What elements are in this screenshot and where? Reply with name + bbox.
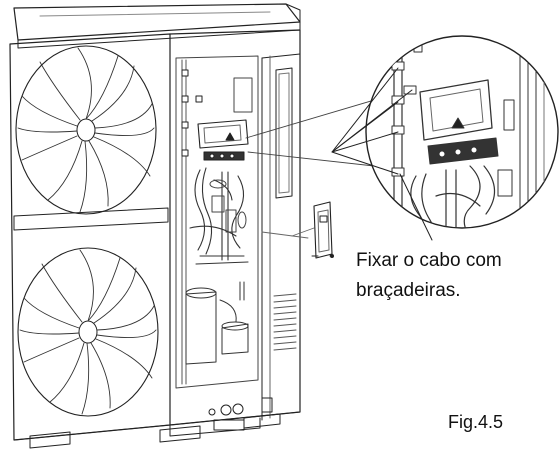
annotation-pointer-lines xyxy=(331,67,433,241)
warning-triangle-icon xyxy=(225,132,235,141)
annotation-text-line-1: Fixar o cabo com xyxy=(356,250,502,271)
warning-triangle-icon xyxy=(451,117,465,129)
annotation-text-line-2: braçadeiras. xyxy=(356,280,461,301)
callout-leader-lines xyxy=(245,95,393,239)
side-cover-part xyxy=(311,201,334,259)
cable-clamp-icon xyxy=(391,61,417,177)
cable-clamp-icon xyxy=(181,69,189,157)
figure-label: Fig.4.5 xyxy=(448,412,504,432)
control-compartment xyxy=(175,55,259,389)
fan-icon xyxy=(17,247,159,417)
outdoor-unit-body xyxy=(9,3,301,449)
callout-magnifier-icon xyxy=(365,35,559,229)
fan-icon xyxy=(15,45,157,215)
